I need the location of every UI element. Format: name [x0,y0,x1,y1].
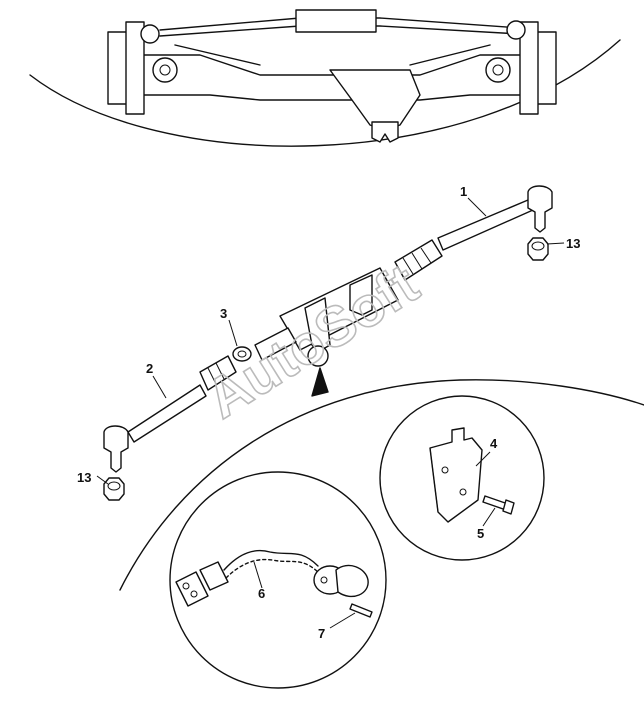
right-ball-joint-nut [527,237,549,261]
callout-5: 5 [477,526,484,541]
washer [232,346,252,362]
watermark: AutoSoft [195,251,429,430]
connector-plug [175,561,229,607]
callout-13-left: 13 [77,470,91,485]
sensor-screw [349,603,373,618]
bracket-bolt [482,495,515,515]
bracket-detail-circle [379,395,545,561]
callout-1: 1 [460,184,467,199]
right-ball-joint [527,185,553,233]
callout-13-right: 13 [566,236,580,251]
left-gaiter [199,355,237,391]
mounting-bracket [429,427,483,523]
steering-rack [103,185,553,501]
left-ball-joint [103,425,129,473]
callout-7: 7 [318,626,325,641]
leader-lines [96,197,565,629]
sensor-detail-circle [169,471,387,689]
left-tie-rod [127,384,207,443]
detail-boundary-arc [119,379,644,591]
callout-2: 2 [146,361,153,376]
bracket-detail [379,395,545,561]
pinion-boss [307,345,329,367]
callout-6: 6 [258,586,265,601]
callout-4: 4 [490,436,498,451]
sensor-body [313,564,369,598]
right-tie-rod [437,199,534,251]
left-ball-joint-nut [103,477,125,501]
axle-overview [29,9,621,147]
detail-pointer [311,367,329,397]
right-gaiter [394,239,443,281]
callout-3: 3 [220,306,227,321]
wiring-harness [223,549,319,571]
sensor-detail [169,471,387,689]
